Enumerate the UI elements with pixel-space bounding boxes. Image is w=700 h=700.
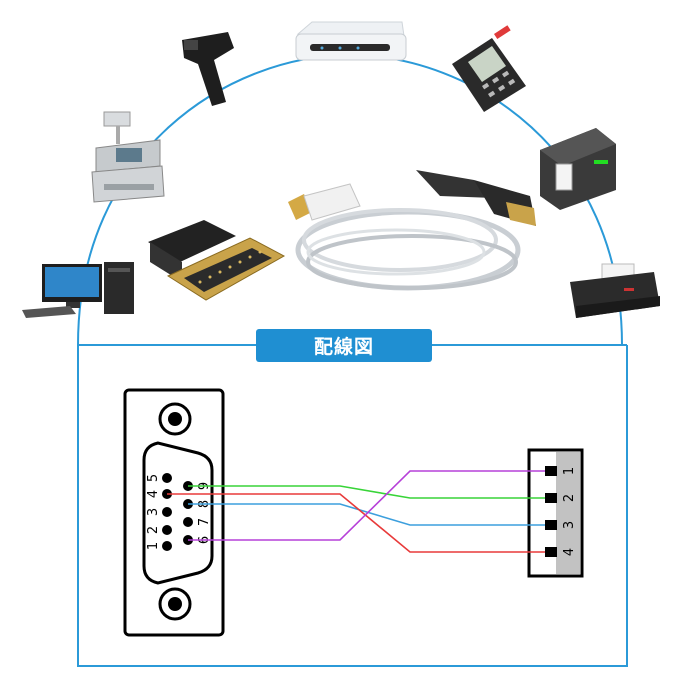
- usb-pin-label: 4: [562, 548, 577, 556]
- usb-pin-label: 2: [562, 494, 577, 502]
- barcode-scanner-icon: [182, 32, 234, 106]
- db9-db25-adapter-icon: [148, 220, 286, 301]
- cash-register-icon: [91, 111, 165, 203]
- wire-group: [167, 470, 545, 553]
- db9-pin-label: 3: [146, 508, 161, 516]
- usb-pin-4: [545, 547, 557, 557]
- wire-8-to-3: [188, 503, 545, 526]
- wire-6-to-1: [188, 470, 545, 541]
- db9-pin-label: 2: [146, 526, 161, 534]
- db9-pin-2: [162, 525, 172, 535]
- payment-terminal-icon: [452, 25, 526, 112]
- db9-pin-5: [162, 473, 172, 483]
- usb-pin-label: 3: [562, 521, 577, 529]
- usb-pin-1: [545, 466, 557, 476]
- db9-pin-label: 5: [146, 474, 161, 482]
- desktop-computer-icon: [22, 262, 134, 318]
- usb-pin-2: [545, 493, 557, 503]
- db9-pin-label: 1: [146, 542, 161, 550]
- db9-pin-1: [162, 541, 172, 551]
- usb-serial-cable-icon: [288, 170, 536, 291]
- network-switch-icon: [295, 21, 407, 61]
- db9-pin-label: 4: [146, 490, 161, 498]
- wiring-diagram-title: 配線図: [256, 329, 432, 362]
- inkjet-printer-icon: [570, 263, 660, 318]
- usb-connector: 1 2 3 4: [527, 448, 584, 578]
- usb-pin-3: [545, 520, 557, 530]
- wire-9-to-2: [188, 485, 545, 499]
- db9-pin-7: [183, 517, 193, 527]
- db9-pin-label: 7: [197, 518, 212, 526]
- db9-pin-3: [162, 507, 172, 517]
- diagram-frame: [77, 345, 628, 667]
- receipt-printer-icon: [540, 128, 616, 210]
- wire-4-to-4: [167, 493, 545, 553]
- usb-pin-label: 1: [562, 467, 577, 475]
